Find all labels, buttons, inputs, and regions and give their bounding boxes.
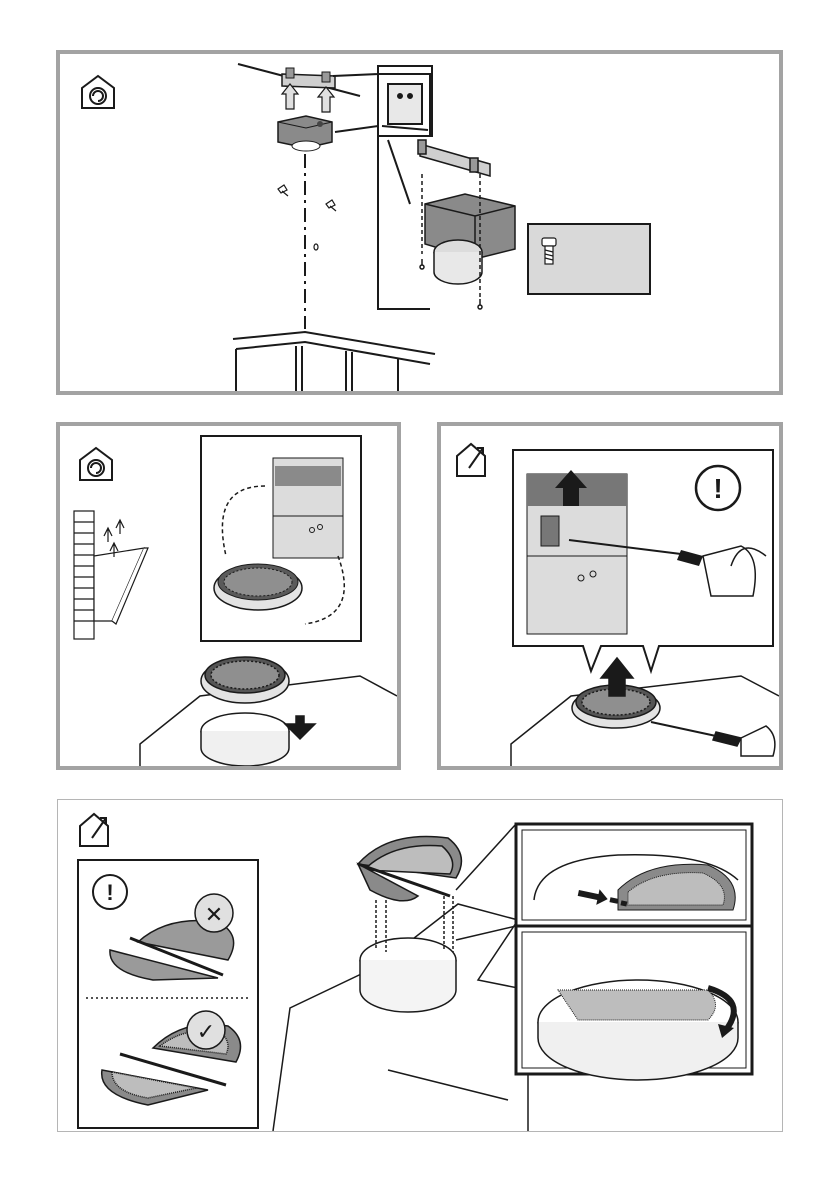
hood-with-filter-ring bbox=[273, 836, 528, 1131]
step-2-illustration bbox=[60, 426, 397, 766]
panel-step-2 bbox=[56, 422, 401, 770]
incorrect-icon: ✕ bbox=[195, 894, 233, 932]
ducted-mode-icon bbox=[82, 76, 114, 108]
correct-symbol: ✓ bbox=[197, 1020, 215, 1045]
ducted-mode-icon bbox=[80, 448, 112, 480]
warning-symbol: ! bbox=[713, 473, 722, 504]
hood-with-filter bbox=[511, 658, 779, 766]
detail-callout-top bbox=[516, 824, 752, 926]
detail-callout bbox=[201, 436, 361, 641]
panel-step-4: ! ✕ ✓ bbox=[57, 799, 783, 1132]
step-1-illustration bbox=[60, 54, 779, 391]
bracket-detail bbox=[418, 140, 515, 309]
screw-icon bbox=[278, 185, 336, 250]
wall-illustration bbox=[74, 511, 148, 639]
correct-icon: ✓ bbox=[187, 1011, 225, 1049]
detail-callout-bottom bbox=[516, 926, 752, 1080]
arrow-up-icon bbox=[282, 84, 334, 112]
incorrect-symbol: ✕ bbox=[205, 903, 223, 928]
recirculation-mode-icon bbox=[457, 444, 485, 476]
orientation-check-box: ! ✕ ✓ bbox=[78, 860, 258, 1128]
hood-with-filter bbox=[140, 657, 397, 766]
panel-step-3: ! bbox=[437, 422, 783, 770]
panel-step-1 bbox=[56, 50, 783, 395]
warning-symbol: ! bbox=[106, 880, 113, 905]
warning-icon: ! bbox=[93, 875, 127, 909]
hood-body bbox=[233, 332, 435, 391]
step-3-illustration: ! bbox=[441, 426, 779, 766]
screw-detail-box bbox=[528, 224, 650, 294]
step-4-illustration: ! ✕ ✓ bbox=[58, 800, 782, 1131]
detail-callout bbox=[333, 66, 432, 309]
duct-adapter bbox=[278, 116, 332, 151]
recirculation-mode-icon bbox=[80, 814, 108, 846]
warning-icon: ! bbox=[696, 466, 740, 510]
